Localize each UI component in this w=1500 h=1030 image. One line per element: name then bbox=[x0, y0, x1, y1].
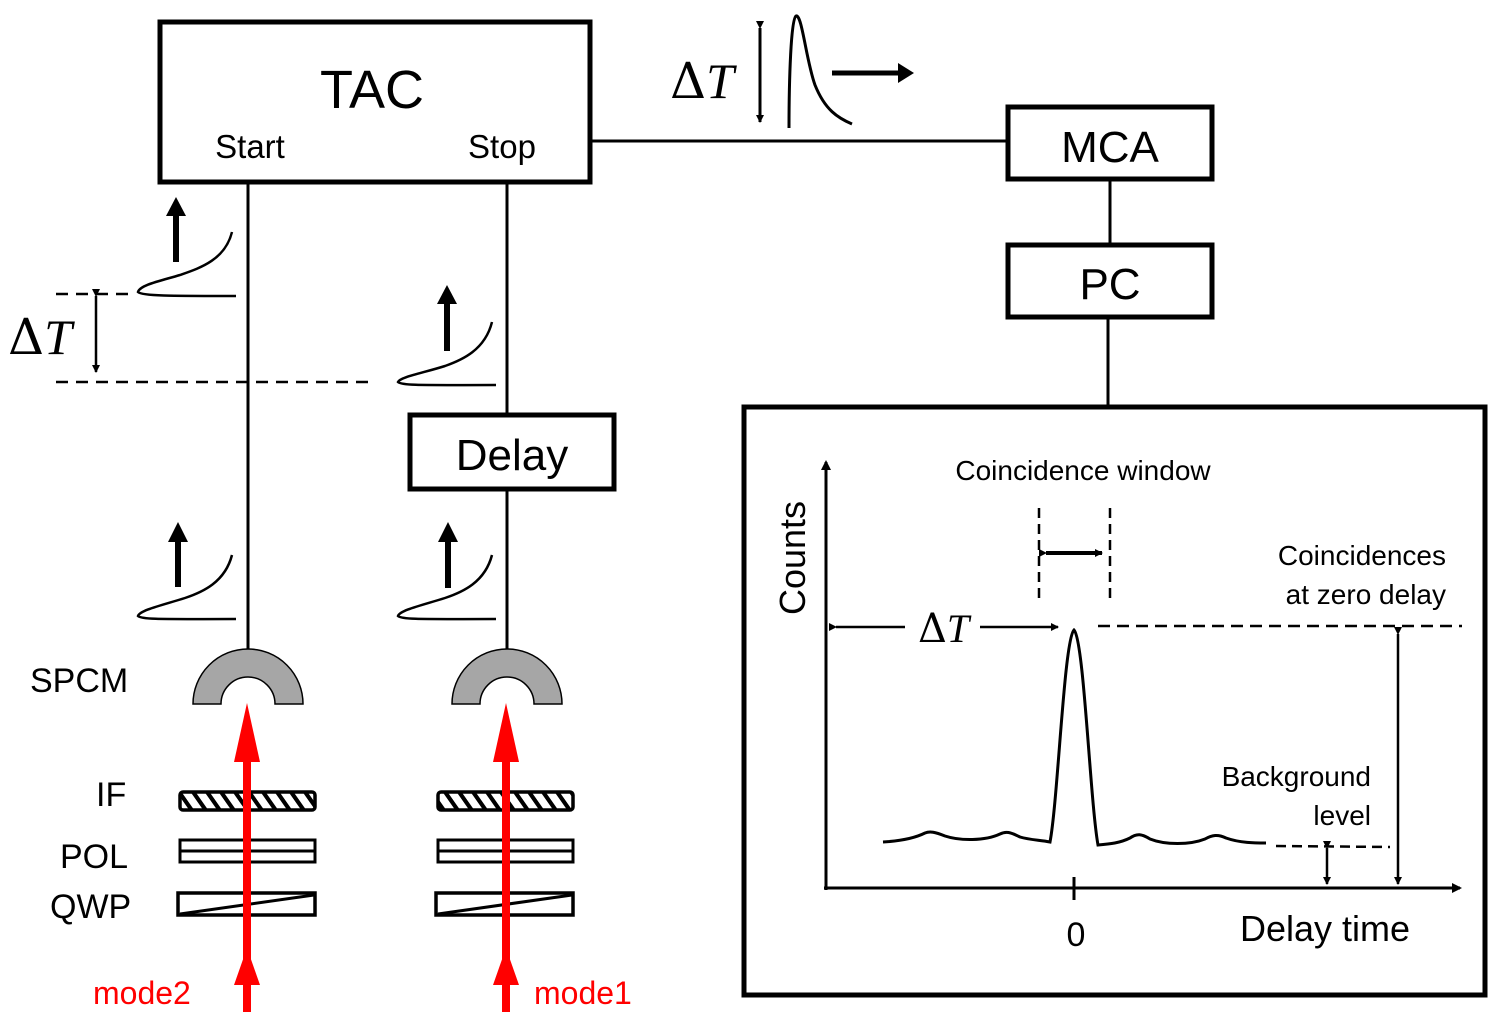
start-pulse-upper bbox=[136, 197, 237, 298]
pc-title: PC bbox=[1079, 260, 1140, 309]
mode1-label: mode1 bbox=[534, 975, 632, 1011]
if-label: IF bbox=[96, 776, 126, 814]
pol-label: POL bbox=[60, 838, 128, 876]
detector-right-icon bbox=[451, 648, 563, 705]
output-pulse-annotation: ΔT bbox=[670, 14, 914, 129]
mode2-label: mode2 bbox=[93, 975, 191, 1011]
delta-t-label-top: ΔT bbox=[670, 52, 737, 110]
tac-stop-label: Stop bbox=[468, 128, 536, 165]
beam-mode1 bbox=[493, 703, 519, 1012]
tac-start-label: Start bbox=[215, 128, 285, 165]
output-pulse-icon bbox=[787, 14, 853, 129]
peak-label-line1: Coincidences bbox=[1278, 540, 1446, 571]
delta-t-label-histogram: ΔT bbox=[918, 606, 972, 652]
stop-pulse-lower bbox=[396, 522, 497, 621]
background-label-line1: Background bbox=[1222, 761, 1371, 792]
stop-pulse-upper bbox=[396, 285, 497, 387]
delta-t-label-left: ΔT bbox=[8, 308, 75, 366]
mca-block: MCA bbox=[1005, 104, 1215, 182]
histogram-curve bbox=[882, 627, 1267, 847]
qwp-label: QWP bbox=[50, 888, 131, 926]
pc-block: PC bbox=[1005, 242, 1215, 320]
spcm-label: SPCM bbox=[30, 662, 128, 700]
detector-left-icon bbox=[192, 648, 304, 705]
tac-block: TAC Start Stop bbox=[157, 19, 593, 185]
coincidence-window-label: Coincidence window bbox=[955, 455, 1211, 486]
timing-difference-annotation: ΔT bbox=[8, 289, 375, 384]
peak-label-line2: at zero delay bbox=[1286, 579, 1446, 610]
start-pulse-lower bbox=[136, 522, 237, 621]
x-axis-label: Delay time bbox=[1240, 908, 1410, 949]
delay-block: Delay bbox=[407, 412, 617, 492]
beam-mode2 bbox=[234, 703, 260, 1012]
tac-title: TAC bbox=[320, 60, 424, 120]
zero-tick-label: 0 bbox=[1067, 916, 1086, 954]
background-label-line2: level bbox=[1313, 800, 1371, 831]
mca-title: MCA bbox=[1061, 123, 1159, 172]
histogram-panel: 0 Delay time Counts Coincidence window Δ… bbox=[741, 404, 1488, 998]
y-axis-label: Counts bbox=[772, 501, 813, 615]
delay-title: Delay bbox=[456, 431, 569, 480]
